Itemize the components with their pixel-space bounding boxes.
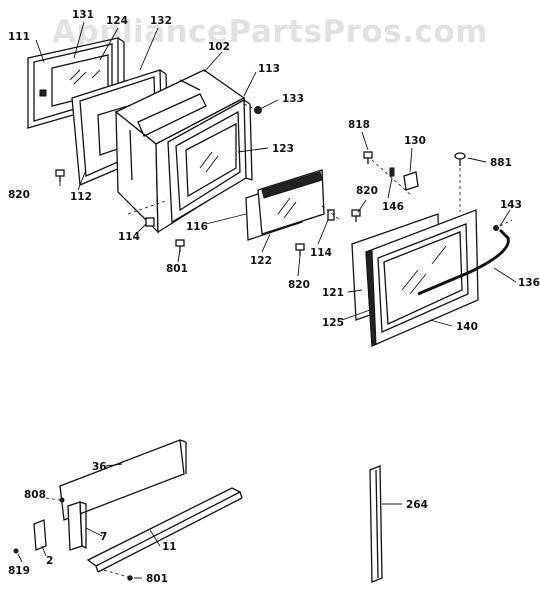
label-820-mid: 820 bbox=[288, 279, 310, 291]
label-140: 140 bbox=[456, 321, 478, 333]
label-123: 123 bbox=[272, 143, 294, 155]
label-801-left: 801 bbox=[166, 263, 188, 275]
label-818: 818 bbox=[348, 119, 370, 131]
part-labels: 131 124 132 111 102 113 133 123 818 130 … bbox=[8, 9, 540, 585]
label-130: 130 bbox=[404, 135, 426, 147]
label-113: 113 bbox=[258, 63, 280, 75]
label-146: 146 bbox=[382, 201, 404, 213]
glass-pack bbox=[245, 169, 325, 241]
label-111: 111 bbox=[8, 31, 30, 43]
label-132: 132 bbox=[150, 15, 172, 27]
label-136: 136 bbox=[518, 277, 540, 289]
clip-146 bbox=[389, 167, 395, 177]
door-handle-136 bbox=[417, 228, 510, 296]
label-36: 36 bbox=[92, 461, 107, 473]
gasket-strip-264 bbox=[369, 465, 383, 583]
screw-133 bbox=[243, 103, 262, 114]
label-114-right: 114 bbox=[310, 247, 332, 259]
label-881: 881 bbox=[490, 157, 512, 169]
label-124: 124 bbox=[106, 15, 128, 27]
clip-114-left bbox=[127, 199, 169, 227]
screw-808 bbox=[45, 497, 65, 503]
label-114-left: 114 bbox=[118, 231, 140, 243]
label-264: 264 bbox=[406, 499, 428, 511]
door-window-frame bbox=[167, 98, 253, 224]
label-801-bottom: 801 bbox=[146, 573, 168, 585]
label-121: 121 bbox=[322, 287, 344, 299]
screw-801-bottom bbox=[103, 569, 133, 581]
label-143: 143 bbox=[500, 199, 522, 211]
screw-820-right bbox=[351, 209, 361, 222]
label-102: 102 bbox=[208, 41, 230, 53]
outer-door-frame-140 bbox=[365, 209, 479, 347]
label-820-right: 820 bbox=[356, 185, 378, 197]
label-112: 112 bbox=[70, 191, 92, 203]
label-808: 808 bbox=[24, 489, 46, 501]
label-125: 125 bbox=[322, 317, 344, 329]
screw-143 bbox=[493, 219, 513, 231]
bracket-7 bbox=[67, 501, 87, 551]
part-2-block bbox=[33, 519, 47, 551]
label-820-left: 820 bbox=[8, 189, 30, 201]
kick-rail-11 bbox=[86, 487, 243, 573]
bracket-130 bbox=[403, 171, 419, 191]
label-7: 7 bbox=[100, 531, 107, 543]
label-122: 122 bbox=[250, 255, 272, 267]
label-11: 11 bbox=[162, 541, 177, 553]
drawer-front-36 bbox=[59, 439, 187, 521]
label-2: 2 bbox=[46, 555, 53, 567]
screw-819 bbox=[13, 548, 19, 554]
label-131: 131 bbox=[72, 9, 94, 21]
label-116: 116 bbox=[186, 221, 208, 233]
leader-lines bbox=[17, 21, 517, 579]
screw-881 bbox=[454, 152, 466, 212]
label-133: 133 bbox=[282, 93, 304, 105]
screw-820-mid bbox=[295, 243, 305, 256]
label-819: 819 bbox=[8, 565, 30, 577]
clip-114-right bbox=[321, 205, 341, 221]
